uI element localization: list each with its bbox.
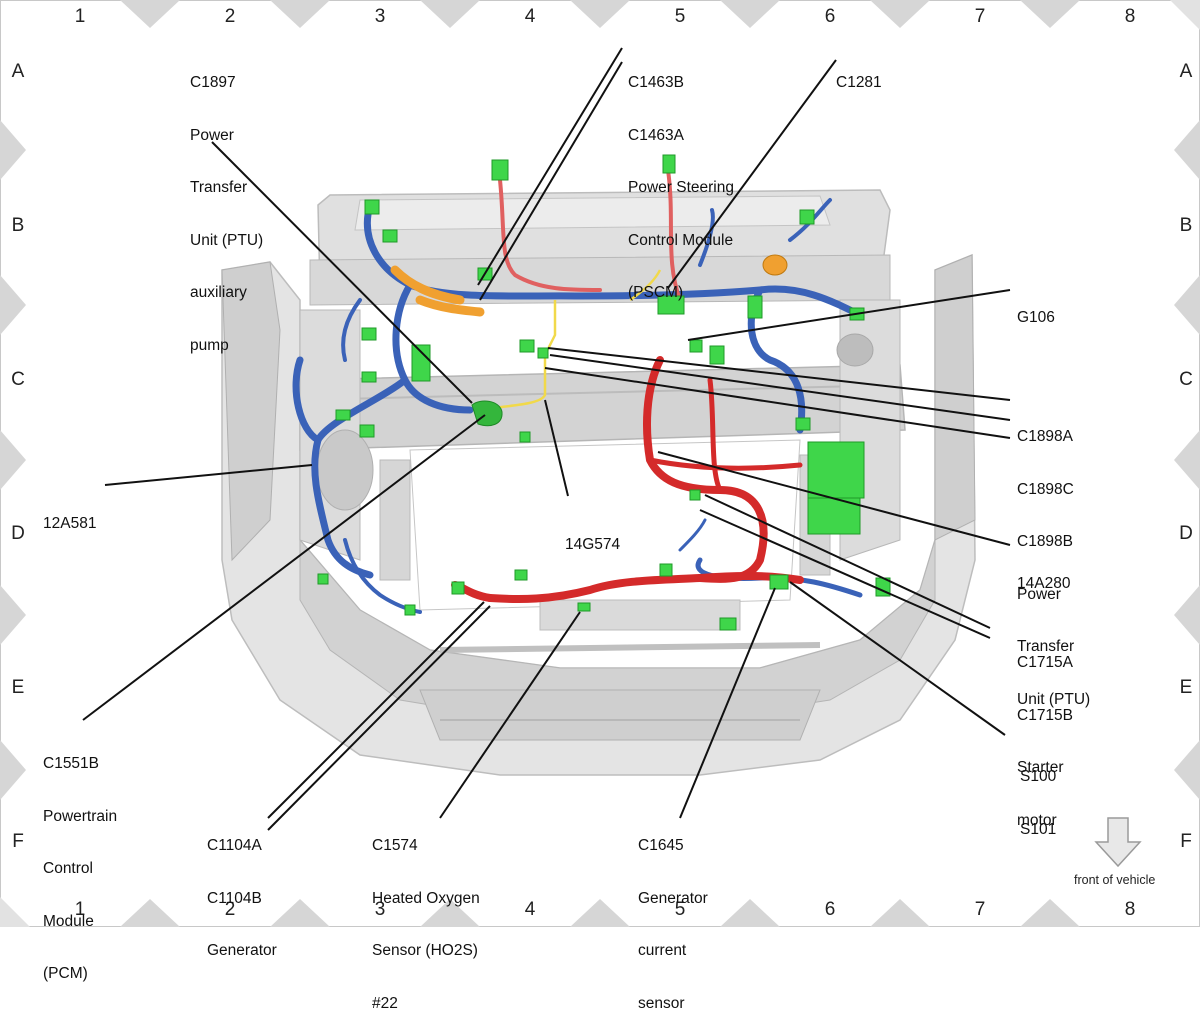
callout-c1645: C1645 Generator current sensor [638, 837, 708, 1012]
grid-row-left-E: E [12, 677, 25, 698]
grid-column-top-1: 1 [75, 6, 86, 27]
grid-row-right-D: D [1179, 523, 1193, 544]
grid-column-bottom-8: 8 [1125, 899, 1136, 920]
callout-c1898: C1898A C1898C C1898B Power Transfer Unit… [1017, 428, 1091, 708]
grid-column-bottom-6: 6 [825, 899, 836, 920]
grid-column-top-2: 2 [225, 6, 236, 27]
grid-row-right-E: E [1180, 677, 1193, 698]
grid-column-top-4: 4 [525, 6, 536, 27]
grid-row-left-C: C [11, 369, 25, 390]
grid-column-bottom-2: 2 [225, 899, 236, 920]
grid-row-right-B: B [1180, 215, 1193, 236]
callout-12a581: 12A581 [43, 515, 97, 532]
grid-row-right-C: C [1179, 369, 1193, 390]
grid-column-top-8: 8 [1125, 6, 1136, 27]
callout-c1715: C1715A C1715B Starter motor [1017, 654, 1074, 829]
callout-c1551b: C1551B Powertrain Control Module (PCM) [43, 755, 118, 982]
grid-column-top-7: 7 [975, 6, 986, 27]
grid-column-bottom-3: 3 [375, 899, 386, 920]
callout-c1897: C1897 Power Transfer Unit (PTU) auxiliar… [190, 74, 264, 354]
grid-row-left-B: B [12, 215, 25, 236]
grid-column-bottom-5: 5 [675, 899, 686, 920]
connectors [317, 154, 891, 631]
harness-orange [390, 265, 485, 317]
callout-c1104: C1104A C1104B Generator [207, 837, 277, 959]
callout-c1463: C1463B C1463A Power Steering Control Mod… [628, 74, 734, 301]
grid-row-right-A: A [1180, 61, 1193, 82]
callout-c1281: C1281 [836, 74, 882, 91]
grid-column-bottom-1: 1 [75, 899, 86, 920]
grid-row-right-F: F [1180, 831, 1192, 852]
callout-14a280: 14A280 [1017, 575, 1071, 592]
front-of-vehicle-label: front of vehicle [1074, 873, 1156, 887]
grid-row-left-A: A [12, 61, 25, 82]
leader-lines [82, 47, 1011, 831]
grid-column-top-3: 3 [375, 6, 386, 27]
grid-row-left-D: D [11, 523, 25, 544]
callout-14g574: 14G574 [565, 536, 621, 553]
vehicle-front-end [221, 189, 976, 776]
grid-markers [0, 0, 1200, 927]
callout-c1574: C1574 Heated Oxygen Sensor (HO2S) #22 [372, 837, 480, 1012]
callout-s100: S100 S101 [1020, 768, 1057, 838]
grid-column-top-5: 5 [675, 6, 686, 27]
grid-column-top-6: 6 [825, 6, 836, 27]
fuse-connector [762, 254, 788, 276]
grid-column-bottom-7: 7 [975, 899, 986, 920]
callout-g106: G106 [1017, 309, 1055, 326]
front-arrow-icon [1094, 817, 1142, 868]
grid-row-left-F: F [12, 831, 24, 852]
grid-column-bottom-4: 4 [525, 899, 536, 920]
